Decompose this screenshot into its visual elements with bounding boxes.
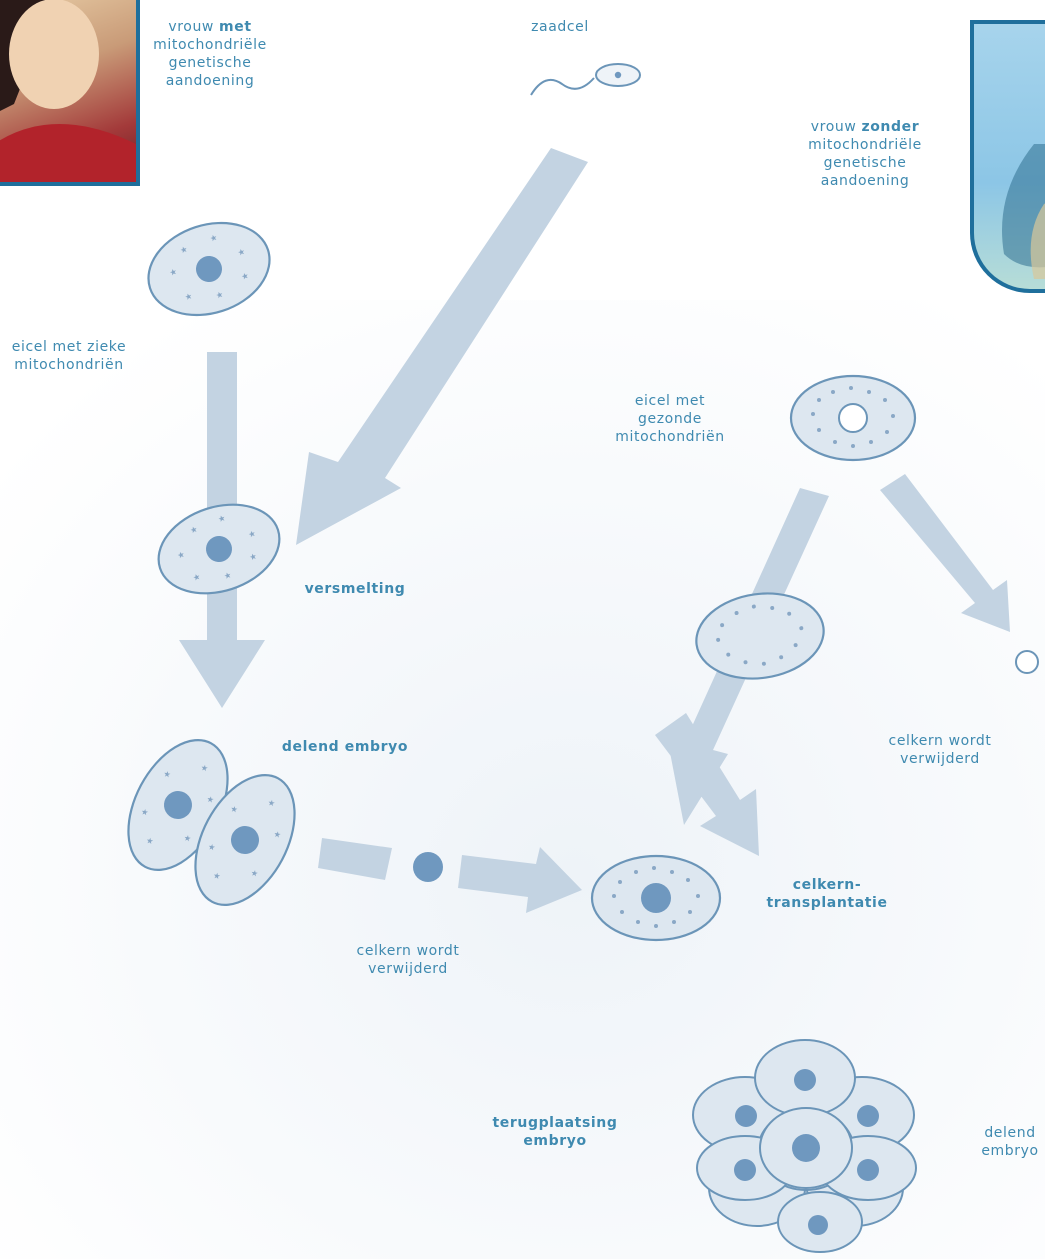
label-egg-healthy: eicel met gezonde mitochondriën [605, 392, 735, 446]
label-line: delend embryo [282, 739, 408, 755]
label-prefix: vrouw [811, 119, 857, 135]
label-sperm: zaadcel [500, 18, 620, 36]
removed-nucleus-right [1016, 651, 1038, 673]
label-transplant: celkern- transplantatie [752, 876, 902, 912]
label-line: versmelting [305, 581, 406, 597]
label-emphasis: met [219, 19, 252, 35]
label-line: mitochondriën [615, 429, 724, 445]
label-woman-with-disease: vrouw met mitochondriële genetische aand… [140, 18, 280, 90]
label-dividing-embryo-bottom: delend embryo [960, 1124, 1045, 1160]
label-line: mitochondriële [808, 137, 922, 153]
label-line: eicel met [635, 393, 705, 409]
label-line: zaadcel [531, 19, 589, 35]
label-line: aandoening [821, 173, 910, 189]
label-fusion: versmelting [290, 580, 420, 598]
label-line: celkern wordt [357, 943, 460, 959]
sperm-cell [531, 64, 640, 95]
label-woman-without-disease: vrouw zonder mitochondriële genetische a… [790, 118, 940, 190]
label-line: terugplaatsing [492, 1115, 617, 1131]
label-emphasis: zonder [861, 119, 919, 135]
label-line: mitochondriële [153, 37, 267, 53]
label-line: mitochondriën [14, 357, 123, 373]
egg-healthy-mitochondria [791, 376, 915, 460]
label-line: embryo [523, 1133, 586, 1149]
label-prefix: vrouw [168, 19, 214, 35]
label-replacement: terugplaatsing embryo [480, 1114, 630, 1150]
label-line: celkern- [793, 877, 862, 893]
label-line: verwijderd [900, 751, 980, 767]
label-line: genetische [169, 55, 252, 71]
label-nucleus-removed-right: celkern wordt verwijderd [870, 732, 1010, 768]
label-line: delend [984, 1125, 1035, 1141]
label-line: celkern wordt [889, 733, 992, 749]
label-dividing-embryo-top: delend embryo [270, 738, 420, 756]
label-line: aandoening [166, 73, 255, 89]
label-nucleus-removed-left: celkern wordt verwijderd [338, 942, 478, 978]
transplant-egg [592, 856, 720, 940]
label-line: eicel met zieke [12, 339, 126, 355]
label-egg-sick: eicel met zieke mitochondriën [4, 338, 134, 374]
removed-nucleus-left [413, 852, 443, 882]
label-line: gezonde [638, 411, 702, 427]
label-line: embryo [981, 1143, 1038, 1159]
label-line: verwijderd [368, 961, 448, 977]
label-line: genetische [824, 155, 907, 171]
label-line: transplantatie [766, 895, 887, 911]
